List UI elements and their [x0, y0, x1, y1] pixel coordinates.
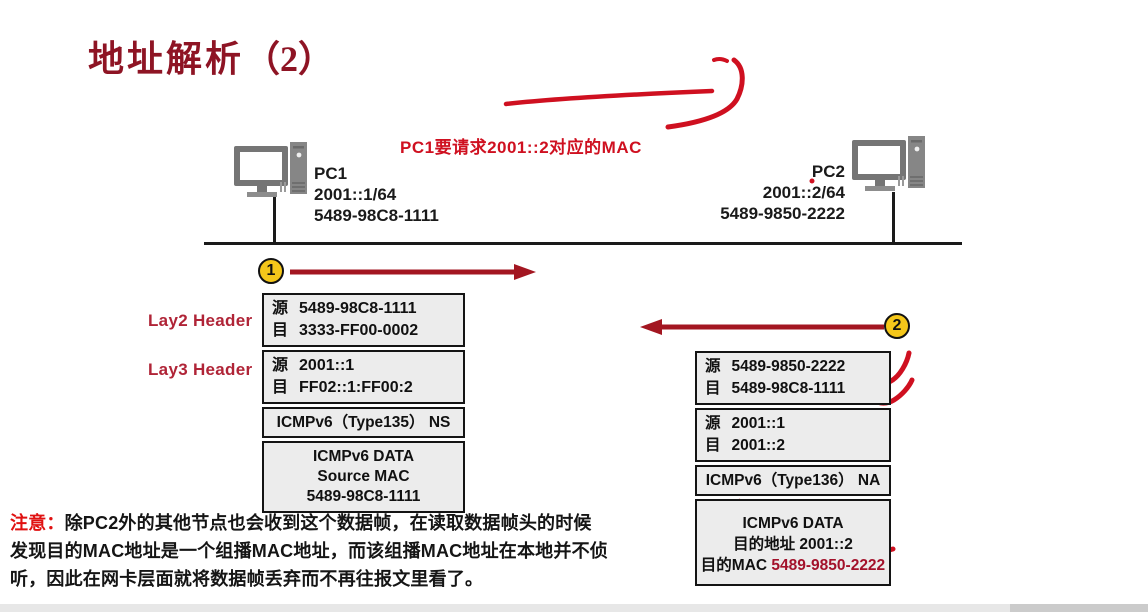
note-prefix: 注意： — [10, 513, 65, 533]
field-value: 2001::2 — [731, 437, 785, 454]
field-label: 目 — [705, 380, 721, 397]
packet-field: 源 2001::1 — [272, 355, 455, 377]
pc1-mac: 5489-98C8-1111 — [314, 206, 439, 225]
pc1-label-block: PC1 2001::1/64 5489-98C8-1111 — [314, 163, 439, 226]
step1-badge: 1 — [258, 258, 284, 284]
packet-field: 目 3333-FF00-0002 — [272, 320, 455, 342]
packet-field: 目 5489-98C8-1111 — [705, 378, 881, 400]
pc2-ip: 2001::2/64 — [762, 183, 845, 202]
ns-icmp-row: ICMPv6（Type135） NS — [262, 407, 465, 438]
field-label: 源 — [705, 358, 721, 375]
na-data-line3: 目的MAC 5489-9850-2222 — [699, 555, 887, 576]
ns-l3-header-row: 源 2001::1 目 FF02::1:FF00:2 — [262, 350, 465, 404]
field-value: 2001::1 — [731, 415, 785, 432]
ns-packet-table: 源 5489-98C8-1111 目 3333-FF00-0002 源 2001… — [262, 293, 465, 516]
na-data-line3-label: 目的MAC — [700, 557, 772, 574]
lay3-header-label: Lay3 Header — [148, 360, 253, 379]
handwritten-underline-stroke — [503, 88, 715, 107]
packet-field: 源 5489-9850-2222 — [705, 356, 881, 378]
na-icmp-row: ICMPv6（Type136） NA — [695, 465, 891, 496]
title-text: 地址解析 — [88, 38, 245, 79]
field-label: 目 — [705, 437, 721, 454]
field-value: 5489-98C8-1111 — [299, 300, 417, 317]
field-label: 目 — [272, 379, 289, 396]
network-bus-line — [204, 242, 962, 245]
ns-data-row: ICMPv6 DATA Source MAC 5489-98C8-1111 — [262, 441, 465, 513]
step2-arrowhead-icon — [640, 319, 662, 335]
pc1-ip: 2001::1/64 — [314, 185, 397, 204]
field-label: 源 — [272, 300, 289, 317]
field-value: 3333-FF00-0002 — [299, 322, 419, 339]
note-line3: 听，因此在网卡层面就将数据帧丢弃而不再往报文里看了。 — [10, 569, 484, 589]
pc2-name: PC2 — [811, 162, 845, 181]
note-line2: 发现目的MAC地址是一个组播MAC地址，而该组播MAC地址在本地并不侦 — [10, 541, 608, 561]
note-line1: 注意：除PC2外的其他节点也会收到这个数据帧，在读取数据帧头的时候 — [10, 509, 672, 537]
field-value: 2001::1 — [299, 357, 355, 374]
packet-field: 源 5489-98C8-1111 — [272, 298, 455, 320]
na-packet-table: 源 5489-9850-2222 目 5489-98C8-1111 源 2001… — [695, 351, 891, 589]
pc1-name: PC1 — [314, 164, 348, 183]
bottom-bar-segment — [1010, 604, 1148, 612]
field-value: FF02::1:FF00:2 — [299, 379, 413, 396]
step2-badge: 2 — [884, 313, 910, 339]
bottom-bar — [0, 604, 1148, 612]
lay2-header-label: Lay2 Header — [148, 311, 253, 330]
na-l2-header-row: 源 5489-9850-2222 目 5489-98C8-1111 — [695, 351, 891, 405]
packet-field: 目 2001::2 — [705, 435, 881, 457]
pc1-computer-icon — [234, 142, 307, 197]
na-data-line3-value: 5489-9850-2222 — [771, 557, 886, 574]
field-label: 目 — [272, 322, 289, 339]
pc2-mac: 5489-9850-2222 — [720, 204, 845, 223]
na-data-row: ICMPv6 DATA 目的地址 2001::2 目的MAC 5489-9850… — [695, 499, 891, 586]
field-label: 源 — [705, 415, 721, 432]
note-line1-text: 除PC2外的其他节点也会收到这个数据帧，在读取数据帧头的时候 — [64, 513, 592, 533]
packet-field: 源 2001::1 — [705, 413, 881, 435]
handwritten-dash-stroke — [712, 56, 729, 63]
ns-data-line3: 5489-98C8-1111 — [306, 488, 421, 505]
na-data-line1: ICMPv6 DATA — [742, 515, 844, 532]
pc2-computer-icon — [852, 136, 925, 191]
title-suffix: （2） — [244, 39, 335, 79]
pc1-drop-line — [273, 197, 276, 244]
ns-l2-header-row: 源 5489-98C8-1111 目 3333-FF00-0002 — [262, 293, 465, 347]
page-title: 地址解析（2） — [88, 30, 334, 82]
field-value: 5489-9850-2222 — [731, 358, 846, 375]
ns-data-line1: ICMPv6 DATA — [312, 448, 415, 465]
pc2-drop-line — [892, 192, 895, 244]
ns-data-line2: Source MAC — [317, 468, 410, 485]
step1-arrowhead-icon — [514, 264, 536, 280]
request-annotation-text: PC1要请求2001::2对应的MAC — [400, 138, 642, 157]
field-label: 源 — [272, 357, 289, 374]
step1-number: 1 — [266, 262, 276, 279]
note-text: 注意：除PC2外的其他节点也会收到这个数据帧，在读取数据帧头的时候 发现目的MA… — [10, 509, 672, 593]
step2-number: 2 — [892, 317, 902, 334]
na-l3-header-row: 源 2001::1 目 2001::2 — [695, 408, 891, 462]
pc2-label-block: PC2 2001::2/64 5489-9850-2222 — [595, 161, 845, 224]
packet-field: 目 FF02::1:FF00:2 — [272, 377, 455, 399]
field-value: 5489-98C8-1111 — [731, 380, 846, 397]
na-data-line2: 目的地址 2001::2 — [733, 536, 853, 553]
handwritten-hook-stroke — [665, 57, 745, 130]
